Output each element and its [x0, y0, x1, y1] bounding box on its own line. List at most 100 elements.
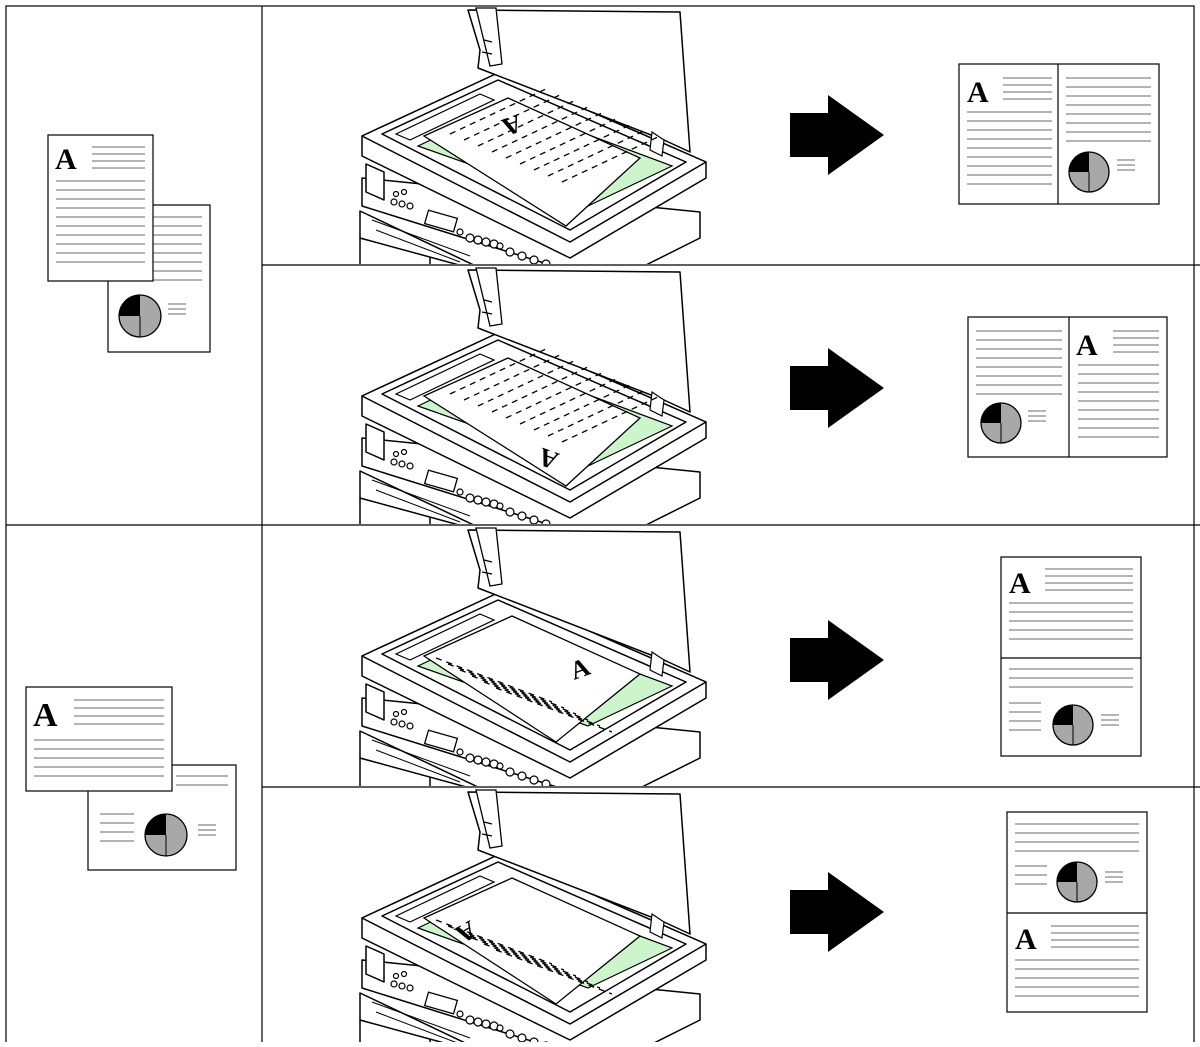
letter-a-glyph: A: [33, 697, 58, 734]
document-sheet: [422, 357, 642, 487]
document-text-line: [435, 919, 553, 965]
document-text-line: [533, 123, 633, 171]
arrow-right-icon: [790, 348, 884, 428]
document-text-line: [477, 359, 577, 407]
text-lines: [976, 330, 1062, 395]
document-text-line: [519, 377, 619, 425]
panel-button: [496, 502, 504, 510]
lid-hinge: [475, 7, 503, 67]
tray-front: [359, 470, 474, 524]
panel-button: [529, 515, 539, 524]
letter-a-glyph: A: [967, 76, 989, 109]
document-text-line: [463, 93, 563, 141]
result-stacked-a-top: A: [1000, 556, 1142, 757]
panel-button: [473, 235, 483, 245]
panel-button: [517, 511, 527, 521]
panel-button: [541, 259, 551, 264]
document-sheet: [422, 877, 642, 1005]
pie-chart-icon: [980, 402, 1022, 444]
original-on-glass: A: [422, 347, 661, 487]
panel-button: [398, 460, 406, 468]
panel-display: [423, 469, 459, 493]
document-text-line: [547, 389, 647, 437]
document-text-line: [547, 129, 647, 177]
panel-button: [400, 708, 408, 716]
arrows: [790, 95, 884, 952]
panel-button: [406, 202, 414, 210]
text-lines: [56, 180, 145, 263]
tray-lines: [371, 219, 471, 263]
document-text-line: [505, 371, 605, 419]
lid-latch: [649, 650, 665, 677]
arrow-right-icon: [790, 872, 884, 952]
panel-button: [392, 190, 400, 198]
text-lines: [1045, 568, 1133, 591]
scanner-illustration: A: [359, 789, 707, 1042]
lid-latch: [649, 912, 665, 939]
document-text-line: [519, 117, 619, 165]
text-lines: [1009, 668, 1133, 688]
panel-button: [398, 200, 406, 208]
document-text-line: [491, 105, 591, 153]
panel-button: [517, 251, 527, 261]
panel-button: [465, 233, 475, 243]
lid-hinge: [475, 267, 503, 327]
tray-lines: [371, 739, 471, 783]
scanner-row-4: A: [359, 789, 707, 1042]
document-text-line: [449, 347, 549, 395]
panel-button: [392, 710, 400, 718]
panel-button: [406, 984, 414, 992]
document-text-line: [459, 931, 577, 977]
glass-strip: [394, 93, 496, 141]
pie-slice: [1057, 862, 1077, 882]
scanner-illustration: A: [359, 7, 707, 264]
panel-side: [365, 163, 385, 201]
panel-button: [456, 228, 464, 236]
panel-button: [541, 519, 551, 524]
panel-button: [496, 762, 504, 770]
panel-button: [481, 497, 491, 507]
document-text-line: [505, 111, 605, 159]
document-text-line: [561, 135, 661, 183]
panel-button: [517, 771, 527, 781]
panel-button: [390, 458, 398, 466]
pie-slice: [119, 295, 140, 316]
result-stacked-a-bottom: A: [1006, 811, 1148, 1013]
text-lines: [1078, 364, 1159, 438]
panel-button: [390, 980, 398, 988]
panel-button: [481, 757, 491, 767]
scanner-illustration: A: [359, 527, 707, 786]
hinge-marks: [481, 39, 493, 55]
document-text-line: [447, 925, 565, 971]
panel-button: [505, 1029, 515, 1039]
document-text-line: [533, 383, 633, 431]
arrow-right-icon: [790, 620, 884, 700]
panel-button: [398, 720, 406, 728]
glass-strip: [394, 353, 496, 401]
panel-button: [390, 198, 398, 206]
original-on-glass: A: [422, 87, 661, 227]
original-pages-landscape: A: [25, 686, 237, 871]
panel-display: [423, 729, 459, 753]
letter-a-glyph: A: [1076, 329, 1098, 362]
text-lines: [1009, 702, 1041, 731]
panel-display: [423, 991, 459, 1015]
panel-button: [465, 1015, 475, 1025]
panel-button: [481, 1019, 491, 1029]
panel-button: [406, 722, 414, 730]
text-lines: [92, 146, 145, 169]
lid-latch: [649, 390, 665, 417]
hinge-marks: [481, 299, 493, 315]
panel-side: [365, 423, 385, 461]
text-lines: [1113, 330, 1159, 353]
hinge-marks: [481, 559, 493, 575]
panel-display: [423, 209, 459, 233]
document-text-line: [483, 943, 601, 989]
text-lines: [1051, 925, 1139, 948]
panel-button: [473, 1017, 483, 1027]
panel-button: [398, 982, 406, 990]
page-with-letter-a: A: [25, 686, 173, 792]
letter-a-glyph: A: [1009, 567, 1031, 600]
